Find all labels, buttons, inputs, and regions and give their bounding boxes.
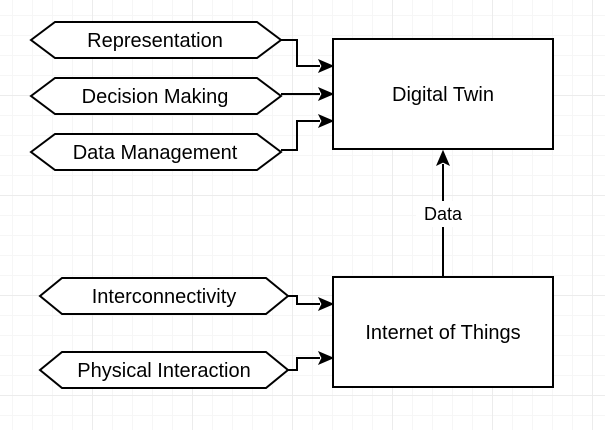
physical-interaction-arrowhead	[317, 351, 335, 365]
decision-making-label: Decision Making	[82, 86, 229, 108]
physical-interaction-label: Physical Interaction	[77, 360, 250, 382]
representation-to-digital-twin-edge[interactable]	[281, 39, 320, 67]
interconnectivity-to-iot-edge[interactable]	[288, 295, 320, 305]
data-management-arrowhead	[317, 114, 335, 128]
decision-making-hexagon[interactable]	[29, 77, 283, 115]
edge-label-background	[416, 201, 470, 227]
iot-to-digital-twin-arrowhead	[436, 149, 450, 167]
digital-twin-box[interactable]	[332, 38, 554, 150]
physical-interaction-to-iot-edge[interactable]	[288, 357, 320, 371]
digital-twin-label: Digital Twin	[392, 84, 494, 106]
representation-arrowhead	[317, 59, 335, 73]
interconnectivity-arrowhead	[317, 297, 335, 311]
internet-of-things-label: Internet of Things	[365, 322, 520, 344]
decision-making-arrowhead	[317, 87, 335, 101]
interconnectivity-label: Interconnectivity	[92, 286, 237, 308]
data-management-to-digital-twin-edge[interactable]	[281, 120, 320, 151]
data-edge-label: Data	[424, 204, 463, 224]
data-management-label: Data Management	[73, 142, 238, 164]
representation-label: Representation	[87, 30, 223, 52]
data-management-hexagon[interactable]	[29, 133, 283, 171]
internet-of-things-box[interactable]	[332, 276, 554, 388]
